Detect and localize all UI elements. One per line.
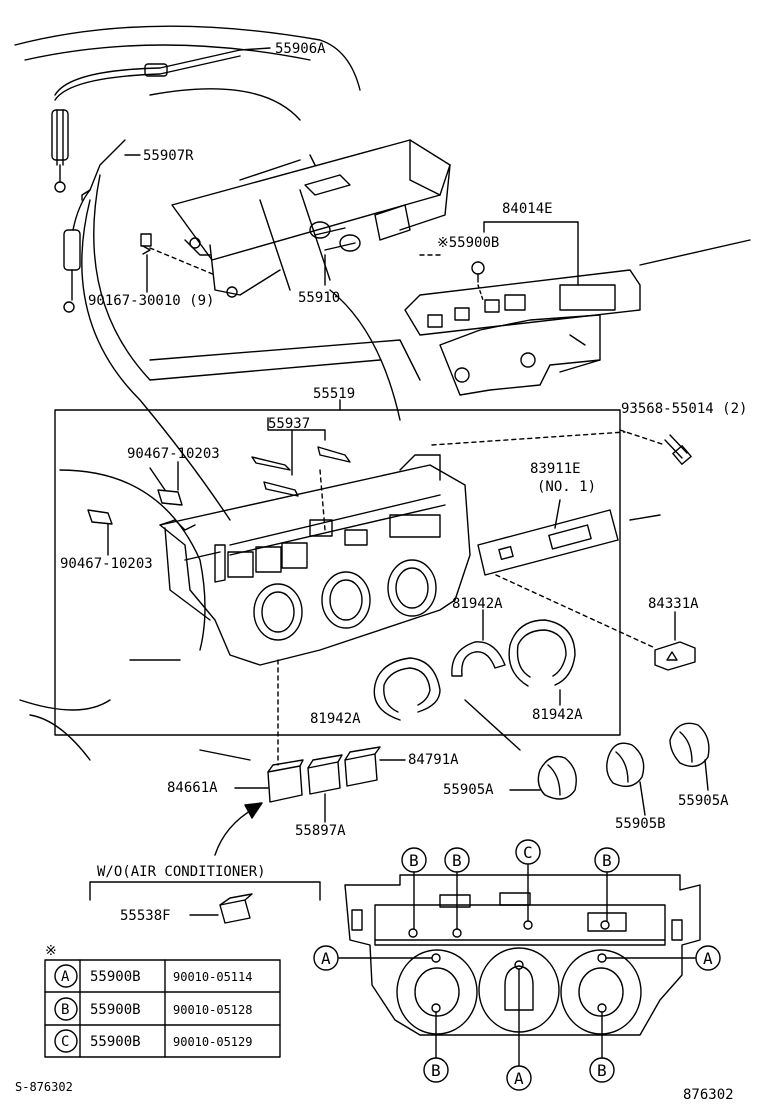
label-55907r: 55907R [143,148,194,164]
callout-right-a: A [703,949,713,968]
knob-55905a-left [509,755,577,800]
label-90467-b: 90467-10203 [60,556,153,572]
label-55897a: 55897A [295,823,346,839]
assembly-frame [54,409,621,736]
legend-mark: ※ [45,943,57,959]
label-55910: 55910 [298,290,340,306]
switch-55897a [307,754,343,823]
callout-bot-b2: B [597,1061,607,1080]
label-83911e-no: (NO. 1) [537,479,596,495]
heater-control-55910 [171,139,451,298]
clip-90467-b [87,509,113,556]
screw-55900b-top [471,261,485,301]
legend-table [44,959,281,1058]
label-90167: 90167-30010 (9) [88,293,214,309]
callout-left-a: A [321,949,331,968]
label-55905a-left: 55905A [443,782,494,798]
label-55937: 55937 [268,416,310,432]
dashboard-outline [14,25,751,761]
hazard-switch-84331a [495,574,696,671]
label-55905b: 55905B [615,816,666,832]
footer-left-code: S-876302 [15,1080,73,1094]
label-81942a-right: 81942A [532,707,583,723]
control-board-84014e [404,269,641,396]
legend-part-a: 55900B [90,969,141,985]
callout-top-b1: B [409,851,419,870]
legend-number-b: 90010-05128 [173,1003,252,1017]
ring-81942a-left [373,657,441,721]
label-84014e: 84014E [502,201,553,217]
label-81942a-left: 81942A [310,711,361,727]
callout-circles [54,839,721,1091]
label-90467-a: 90467-10203 [127,446,220,462]
switch-84791a [277,659,406,787]
label-55905a-right: 55905A [678,793,729,809]
callout-leaders [338,864,696,1067]
legend-key-c: C [61,1034,69,1050]
label-83911e: 83911E [530,461,581,477]
label-55519: 55519 [313,386,355,402]
ring-81942a-mid [451,641,506,677]
leader-84014e [483,221,579,286]
callout-bot-a: A [514,1069,524,1088]
label-84791a: 84791A [408,752,459,768]
legend-key-b: B [61,1002,69,1018]
legend-number-c: 90010-05129 [173,1035,252,1049]
callout-top-c: C [523,843,533,862]
callout-bot-b1: B [431,1061,441,1080]
variant-arrow [214,802,263,856]
callout-top-b2: B [452,851,462,870]
screw-90167 [140,233,216,293]
label-55906a: 55906A [275,41,326,57]
cable-55906a [51,47,271,193]
legend-part-c: 55900B [90,1034,141,1050]
label-81942a-mid: 81942A [452,596,503,612]
legend-key-a: A [61,969,70,985]
clip-90467-a [157,461,183,506]
variant-label: W/O(AIR CONDITIONER) [97,864,266,880]
control-panel-housing [159,454,471,666]
cable-55907r [63,139,126,313]
indicator-plate-83911e [431,431,626,576]
variant-box [89,881,321,924]
legend-part-b: 55900B [90,1002,141,1018]
ring-81942a-right [508,619,576,687]
label-93568: 93568-55014 (2) [621,401,747,417]
label-84661a: 84661A [167,780,218,796]
rear-view-panel [344,874,701,1036]
clips-55937 [251,417,351,497]
footer-right-code: 876302 [683,1087,734,1103]
switch-84661a [234,759,304,803]
legend-number-a: 90010-05114 [173,970,252,984]
callout-top-b3: B [602,851,612,870]
label-84331a: 84331A [648,596,699,612]
label-55538f: 55538F [120,908,171,924]
knob-55905a-right [669,722,710,791]
label-leaders [124,154,326,491]
label-55900b: ※55900B [437,235,499,251]
knob-55905b [606,742,646,816]
screw-93568 [619,429,692,465]
